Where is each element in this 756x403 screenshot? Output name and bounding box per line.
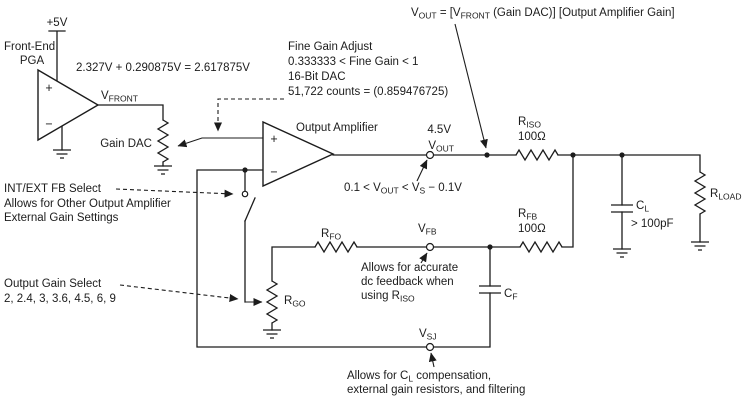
fb-select-line2: Allows for Other Output Amplifier: [4, 198, 171, 210]
vsj-note-line1: Allows for CL compensation,: [347, 370, 491, 384]
fine-gain-line3: 16-Bit DAC: [288, 71, 346, 83]
ground-symbol-rgo: [263, 329, 281, 339]
rfo-label: RFO: [321, 228, 342, 242]
cl-value: > 100pF: [631, 218, 674, 230]
gain-dac-potentiometer: [156, 119, 170, 163]
fine-gain-line1: Fine Gain Adjust: [288, 41, 373, 53]
vfb-label: VFB: [418, 223, 437, 237]
ground-symbol-cl: [613, 248, 631, 258]
gain-dac-wiper-arrow: [177, 137, 263, 148]
rfb-label: RFB: [518, 208, 538, 222]
pga-minus-input: −: [45, 117, 52, 131]
vfb-note-line2: dc feedback when: [361, 276, 454, 288]
output-formula: VOUT = [VFRONT (Gain DAC)] [Output Ampli…: [411, 7, 675, 21]
fb-select-line3: External Gain Settings: [4, 212, 119, 224]
junction-dot: [570, 152, 576, 158]
pga-opamp-triangle: [37, 68, 100, 142]
rgo-label: RGO: [284, 295, 306, 309]
cl-capacitor: [611, 204, 633, 213]
fine-gain-line2: 0.333333 < Fine Gain < 1: [288, 56, 418, 68]
vsj-note-line2: external gain resistors, and filtering: [347, 384, 525, 396]
vout-range-arrow: [416, 159, 428, 182]
rfo-resistor: [314, 240, 358, 254]
fb-switch-contact: [241, 190, 249, 198]
fb-switch-blade: [244, 197, 256, 222]
vfb-note-line3: using RISO: [361, 290, 415, 304]
rgo-potentiometer: [265, 280, 279, 324]
output-amp-triangle: [262, 120, 335, 188]
formula-pointer-arrow: [454, 23, 488, 149]
vsj-note-arrow: [428, 352, 437, 368]
junction-dot: [484, 152, 490, 158]
ground-symbol-pga: [53, 149, 71, 159]
vfb-terminal: [425, 242, 435, 252]
supply-5v-label: +5V: [47, 17, 68, 29]
vout-value-label: 4.5V: [427, 124, 451, 136]
vsj-terminal: [425, 342, 435, 352]
vout-terminal: [425, 150, 435, 160]
output-amp-label: Output Amplifier: [296, 122, 378, 134]
vout-range-note: 0.1 < VOUT < VS − 0.1V: [344, 182, 462, 196]
ground-symbol-gaindac: [154, 165, 172, 175]
frontend-pga-label-line2: PGA: [20, 55, 45, 67]
cf-capacitor: [479, 285, 501, 294]
vfb-note-line1: Allows for accurate: [361, 262, 458, 274]
vout-label: VOUT: [428, 140, 454, 154]
vsj-label: VSJ: [419, 328, 437, 342]
rload-resistor: [693, 171, 707, 215]
vfront-label: VFRONT: [101, 90, 138, 104]
rfb-resistor: [519, 240, 563, 254]
cl-label: CL: [636, 200, 649, 214]
frontend-pga-label-line1: Front-End: [4, 41, 55, 53]
vfb-note-arrow: [419, 252, 428, 264]
output-amp-plus-input: +: [270, 132, 277, 146]
rfb-value: 100Ω: [518, 223, 546, 235]
gain-dac-label: Gain DAC: [100, 138, 152, 150]
cf-label: CF: [504, 288, 518, 302]
pga-plus-input: +: [45, 81, 52, 95]
junction-dot: [487, 244, 493, 250]
sum-formula: 2.327V + 0.290875V = 2.617875V: [76, 62, 250, 74]
ground-symbol-rload: [691, 241, 709, 251]
junction-dot: [619, 152, 625, 158]
junction-dot: [242, 167, 248, 173]
riso-label: RISO: [518, 116, 541, 130]
rload-label: RLOAD: [710, 188, 741, 202]
gain-select-dashed-arrow: [119, 284, 239, 302]
wires: [48, 30, 701, 348]
fb-select-line1: INT/EXT FB Select: [4, 183, 102, 195]
gain-select-line2: 2, 2.4, 3, 3.6, 4.5, 6, 9: [4, 293, 116, 305]
fine-gain-line4: 51,722 counts = (0.859476725): [288, 86, 448, 98]
gain-select-line1: Output Gain Select: [4, 278, 102, 290]
riso-value: 100Ω: [518, 131, 546, 143]
output-amp-minus-input: −: [270, 165, 277, 179]
fb-select-dashed-arrow: [115, 188, 234, 198]
fine-gain-dashed-line: [214, 98, 284, 132]
riso-resistor: [515, 148, 559, 162]
